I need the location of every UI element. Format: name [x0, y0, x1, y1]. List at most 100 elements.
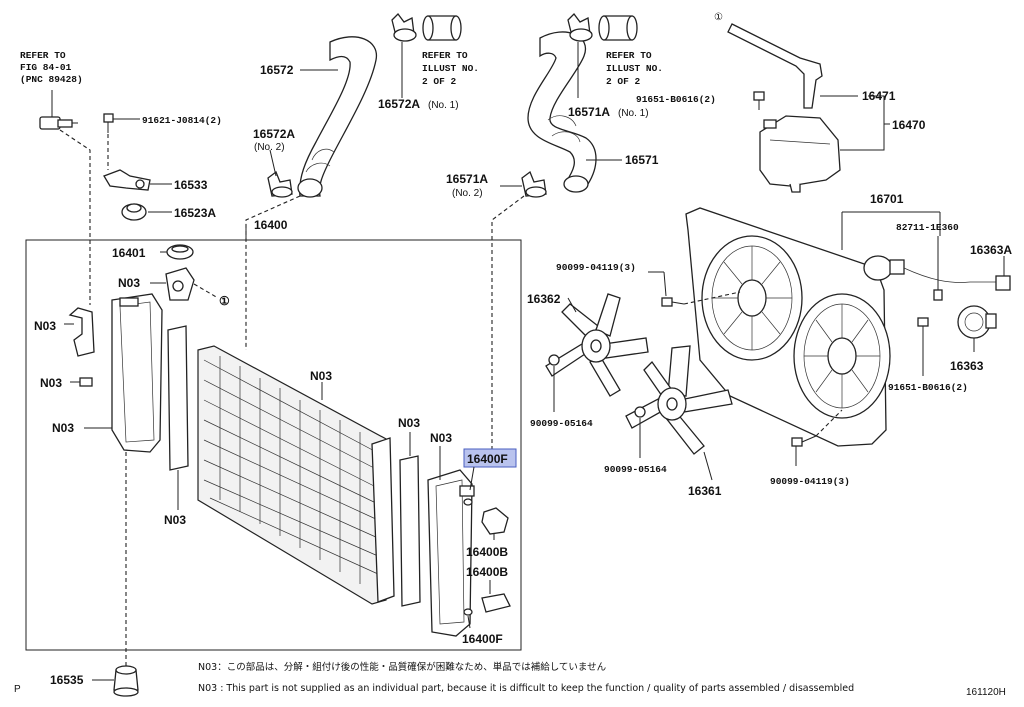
- label-16523A[interactable]: 16523A: [174, 206, 216, 220]
- radiator-core: [197, 345, 395, 605]
- label-16571A-no2[interactable]: 16571A: [446, 172, 488, 186]
- label-90099-05164-left[interactable]: 90099-05164: [530, 418, 593, 429]
- label-n03-2[interactable]: N03: [34, 319, 56, 333]
- bolt-91651-bottom: [917, 317, 929, 376]
- radiator-assembly-box: [25, 239, 522, 651]
- svg-text:ILLUST NO.: ILLUST NO.: [606, 63, 663, 74]
- label-16470[interactable]: 16470: [892, 118, 926, 132]
- label-16363A[interactable]: 16363A: [970, 243, 1012, 257]
- ref-illust-b[interactable]: REFER TO ILLUST NO. 2 OF 2: [606, 50, 663, 87]
- label-16400F[interactable]: 16400F: [462, 632, 503, 646]
- clamp-16571A-no1: [567, 13, 593, 98]
- fan-shroud: [685, 207, 891, 447]
- svg-text:FIG 84-01: FIG 84-01: [20, 62, 72, 73]
- label-16571[interactable]: 16571: [625, 153, 659, 167]
- svg-text:REFER TO: REFER TO: [606, 50, 652, 61]
- label-16535[interactable]: 16535: [50, 673, 84, 687]
- label-16701[interactable]: 16701: [870, 192, 904, 206]
- label-n03-4[interactable]: N03: [52, 421, 74, 435]
- highlight-16400F: [463, 448, 517, 468]
- footer-left-mark: P: [14, 684, 21, 695]
- left-tank: [111, 293, 163, 453]
- ref-illust-a[interactable]: REFER TO ILLUST NO. 2 OF 2: [422, 50, 479, 87]
- fan-blade-16361: [625, 345, 733, 455]
- label-n03-8[interactable]: N03: [430, 431, 452, 445]
- reservoir-hose-16471: [727, 23, 858, 109]
- label-16361[interactable]: 16361: [688, 484, 722, 498]
- label-16572A-no1[interactable]: 16572A: [378, 97, 420, 111]
- label-90099-05164-right[interactable]: 90099-05164: [604, 464, 667, 475]
- label-16400F-highlighted[interactable]: 16400F: [467, 452, 508, 466]
- o-ring-upper: [463, 498, 473, 506]
- right-tank: [427, 469, 475, 637]
- label-82711[interactable]: 82711-1E360: [896, 222, 959, 233]
- drain-cock-upper: [481, 507, 509, 540]
- label-no2-b: (No. 2): [452, 188, 483, 199]
- fan-blade-16362: [545, 293, 649, 397]
- svg-text:ILLUST NO.: ILLUST NO.: [422, 63, 479, 74]
- label-n03-1[interactable]: N03: [118, 276, 140, 290]
- bolt-91621: [103, 113, 140, 133]
- label-n03-5[interactable]: N03: [164, 513, 186, 527]
- fan-motor-connector: [863, 236, 1011, 301]
- circle-ref-1-b: ①: [219, 294, 230, 308]
- label-90099-04119-top[interactable]: 90099-04119(3): [556, 262, 636, 273]
- label-16571A-no1[interactable]: 16571A: [568, 105, 610, 119]
- label-16362[interactable]: 16362: [527, 292, 561, 306]
- circle-ref-1-a: ①: [714, 12, 723, 23]
- clamp-16571A-no2: [521, 170, 547, 198]
- label-91651-bottom[interactable]: 91651-B0616(2): [888, 382, 968, 393]
- bushing-16535: [92, 665, 139, 697]
- ref-fig-84-01[interactable]: REFER TO FIG 84-01 (PNC 89428): [20, 50, 83, 85]
- radiator-cap-16401: [160, 244, 194, 260]
- label-16363[interactable]: 16363: [950, 359, 984, 373]
- label-no1-a: (No. 1): [428, 100, 459, 111]
- bracket-16533: [103, 169, 172, 191]
- label-91621[interactable]: 91621-J0814(2): [142, 115, 222, 126]
- label-16572A-no2[interactable]: 16572A: [253, 127, 295, 141]
- label-16400B-1[interactable]: 16400B: [466, 545, 508, 559]
- label-91651-top[interactable]: 91651-B0616(2): [636, 94, 716, 105]
- clamp-16572A-no2: [267, 170, 293, 198]
- label-16533[interactable]: 16533: [174, 178, 208, 192]
- footer-note-en: N03 : This part is not supplied as an in…: [198, 683, 854, 694]
- drain-plug: [70, 377, 93, 387]
- o-ring-lower: [463, 608, 473, 616]
- nut-90099-05164-left: [548, 354, 560, 366]
- label-no1-b: (No. 1): [618, 108, 649, 119]
- diagram-code: 161120H: [966, 687, 1006, 698]
- label-16400[interactable]: 16400: [254, 218, 288, 232]
- lower-hose-16571: [527, 31, 597, 193]
- svg-text:2 OF 2: 2 OF 2: [422, 76, 457, 87]
- filler-neck: [150, 267, 195, 301]
- bolt-90099-04119-bottom: [791, 435, 817, 466]
- label-n03-7[interactable]: N03: [398, 416, 420, 430]
- bushing-16523A: [121, 203, 172, 221]
- pipe-stub-a: [422, 15, 462, 41]
- reservoir-tank-16470: [759, 115, 841, 193]
- footer-note-jp: N03：この部品は、分解・組付け後の性能・品質確保が困難なため、単品では補給して…: [198, 661, 606, 673]
- label-n03-6[interactable]: N03: [310, 369, 332, 383]
- bolt-91651-top: [753, 91, 765, 110]
- nut-90099-05164-right: [634, 406, 646, 418]
- svg-text:(PNC 89428): (PNC 89428): [20, 74, 83, 85]
- left-pipe-fitting: [64, 307, 95, 357]
- upper-hose-16572: [297, 36, 377, 198]
- clamp-16572A-no1: [391, 13, 417, 98]
- label-90099-04119-bottom[interactable]: 90099-04119(3): [770, 476, 850, 487]
- bolt-90099-04119-top: [661, 297, 685, 307]
- label-no2-a: (No. 2): [254, 142, 285, 153]
- left-gasket: [167, 325, 189, 471]
- pipe-stub-b: [598, 15, 638, 41]
- fan-motor-16363: [957, 305, 997, 352]
- label-n03-3[interactable]: N03: [40, 376, 62, 390]
- drain-cock-lower: [481, 593, 511, 613]
- temp-sensor-connector: [39, 90, 78, 130]
- label-16572[interactable]: 16572: [260, 63, 294, 77]
- label-16400B-2[interactable]: 16400B: [466, 565, 508, 579]
- label-16401[interactable]: 16401: [112, 246, 146, 260]
- right-gasket: [399, 455, 421, 607]
- svg-text:REFER TO: REFER TO: [20, 50, 66, 61]
- svg-text:2 OF 2: 2 OF 2: [606, 76, 641, 87]
